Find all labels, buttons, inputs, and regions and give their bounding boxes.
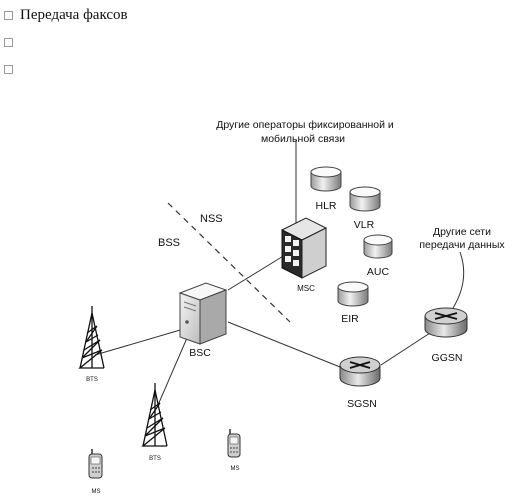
link-bsc-msc [227,254,286,291]
link-bsc-bts-center [157,337,188,406]
ms-right-phone-icon [227,429,241,458]
hlr-database-icon [310,166,342,192]
link-bts-left-bsc [94,327,188,356]
vlr-label: VLR [354,219,375,231]
ggsn-router-icon [424,307,468,338]
ms-right-label: MS [231,466,240,472]
fixed-mobile-operators-label-line2: мобильной связи [261,133,345,145]
checkbox-bullet-icon [4,38,13,47]
bullet-item: Передача факсов [4,2,128,29]
other-data-networks-label-line2: передачи данных [419,239,505,251]
eir-database-icon [337,281,369,307]
bullet-list: Передача факсов [4,2,128,83]
bts-center-label: BTS [149,456,161,462]
ms-left-label: MS [92,489,101,495]
checkbox-bullet-icon [4,11,13,20]
link-sgsn-ggsn [380,332,431,366]
eir-label: EIR [341,313,359,325]
msc-label: MSC [297,284,315,293]
checkbox-bullet-icon [4,65,13,74]
sgsn-router-icon [339,356,381,387]
bullet-item [4,56,128,83]
connections [94,140,465,406]
msc-switch-icon [280,217,328,279]
ggsn-label: GGSN [432,352,463,364]
bullet-item [4,29,128,56]
link-bsc-sgsn [227,321,341,368]
bss-label: BSS [158,237,180,249]
auc-database-icon [363,234,393,259]
bsc-server-icon [178,282,228,345]
vlr-database-icon [349,186,381,212]
bsc-label: BSC [189,347,211,359]
sgsn-label: SGSN [347,398,377,410]
bts-left-label: BTS [86,377,98,383]
hlr-label: HLR [315,200,336,212]
ms-left-phone-icon [88,449,103,479]
bullet-text: Передача факсов [20,7,128,23]
link-ggsn-data-networks [452,251,465,309]
bts-center-tower-icon [141,383,168,447]
auc-label: AUC [367,266,390,278]
fixed-mobile-operators-label-line1: Другие операторы фиксированной и [216,119,394,131]
bts-left-tower-icon [78,306,105,369]
nss-label: NSS [200,213,223,225]
other-data-networks-label-line1: Другие сети [433,226,491,238]
